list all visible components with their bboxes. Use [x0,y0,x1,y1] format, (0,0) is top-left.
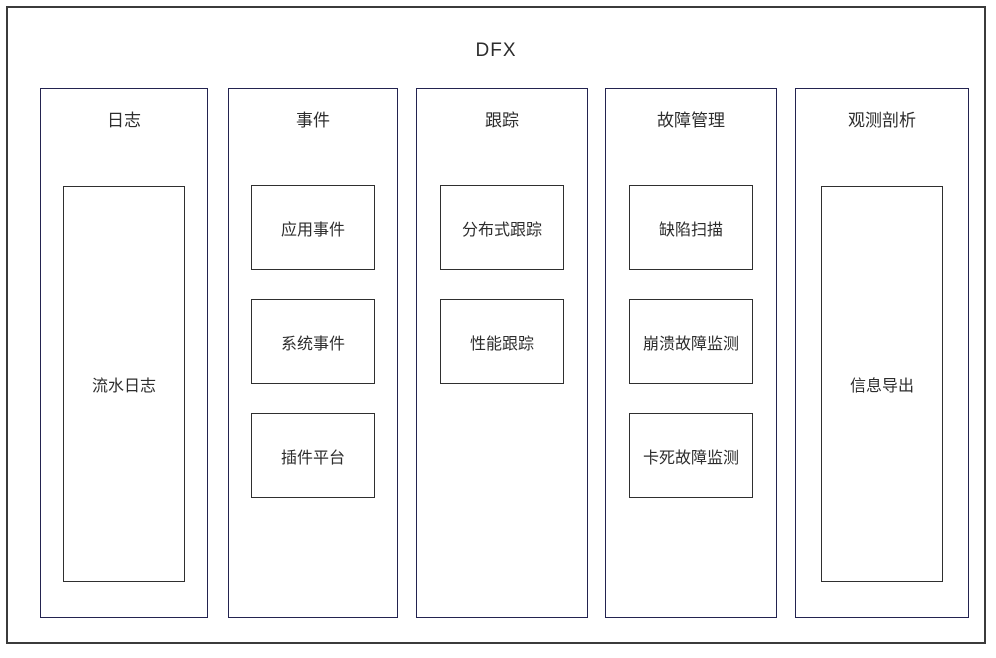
column-observation-profiling: 观测剖析 信息导出 [795,88,969,618]
box-crash-fault-monitor: 崩溃故障监测 [629,299,753,384]
box-app-event: 应用事件 [251,185,375,270]
box-info-export: 信息导出 [821,186,943,582]
box-plugin-platform: 插件平台 [251,413,375,498]
box-performance-trace: 性能跟踪 [440,299,564,384]
box-freeze-fault-monitor: 卡死故障监测 [629,413,753,498]
box-distributed-trace: 分布式跟踪 [440,185,564,270]
column-log: 日志 流水日志 [40,88,208,618]
dfx-outer-frame: DFX 日志 流水日志 事件 应用事件 系统事件 插件平台 跟踪 分布式跟踪 性… [6,6,986,644]
box-system-event: 系统事件 [251,299,375,384]
diagram-title: DFX [475,40,517,61]
column-trace: 跟踪 分布式跟踪 性能跟踪 [416,88,588,618]
column-event: 事件 应用事件 系统事件 插件平台 [228,88,398,618]
column-trace-title: 跟踪 [485,111,519,130]
column-fault-management: 故障管理 缺陷扫描 崩溃故障监测 卡死故障监测 [605,88,777,618]
box-streaming-log: 流水日志 [63,186,185,582]
column-fault-management-title: 故障管理 [657,111,725,130]
column-log-title: 日志 [107,111,141,130]
column-event-title: 事件 [296,111,330,130]
column-observation-profiling-title: 观测剖析 [848,111,916,130]
box-defect-scan: 缺陷扫描 [629,185,753,270]
